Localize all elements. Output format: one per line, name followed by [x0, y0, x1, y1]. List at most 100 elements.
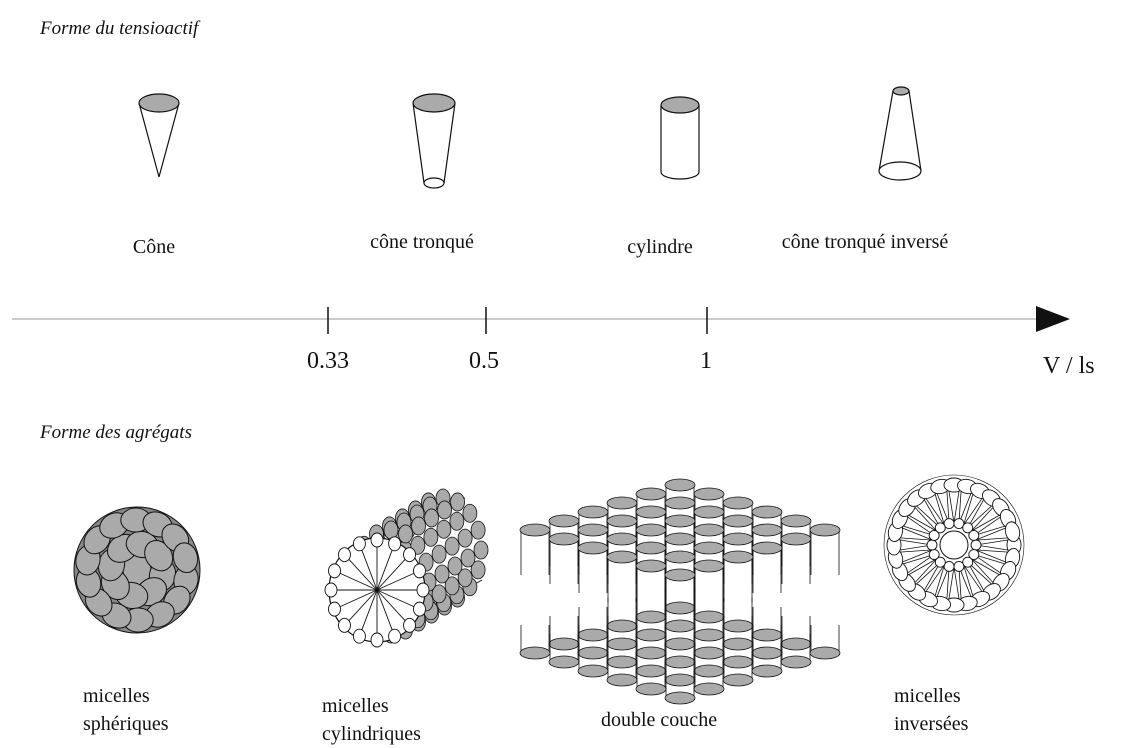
surfactant-head	[635, 523, 667, 537]
axis-label: V / ls	[1043, 353, 1095, 379]
surfactant-head	[403, 547, 416, 563]
surfactant-head	[449, 511, 465, 531]
aggregate-label-line: inversées	[894, 713, 969, 735]
surfactant-head	[383, 520, 399, 540]
surfactant-tail	[376, 555, 409, 591]
surfactant-head	[943, 518, 955, 530]
aggregate-label-line: cylindriques	[322, 723, 421, 745]
surfactant-head	[635, 487, 667, 501]
surfactant-head	[388, 536, 402, 552]
aggregate-label-line: micelles	[83, 685, 150, 707]
surfactant-tail	[345, 589, 378, 625]
surfactant-head	[328, 563, 341, 579]
surfactant-head	[693, 664, 725, 678]
surfactant-head	[450, 492, 465, 512]
surfactant-head	[606, 532, 638, 546]
surfactant-head	[722, 619, 754, 633]
surfactant-head	[934, 556, 946, 568]
surfactant-head	[780, 655, 812, 669]
truncated-cone-shape	[412, 93, 456, 189]
surfactant-head	[424, 508, 439, 528]
surfactant-head	[352, 628, 366, 644]
surfactant-head	[722, 496, 754, 510]
surfactant-tail	[359, 545, 378, 591]
surfactant-head	[370, 532, 384, 548]
surfactant-head	[693, 628, 725, 642]
surfactant-head	[664, 655, 696, 669]
surfactant-head	[577, 646, 609, 660]
cylinder-shape	[660, 96, 700, 180]
shape-label-cylinder: cylindre	[627, 236, 693, 258]
surfactant-head	[606, 496, 638, 510]
surfactant-head	[577, 664, 609, 678]
surfactant-head	[664, 532, 696, 546]
surfactant-head	[398, 524, 413, 544]
surfactant-head	[470, 520, 486, 540]
surfactant-head	[437, 500, 452, 520]
surfactant-head	[388, 628, 402, 644]
surfactant-tail	[336, 589, 378, 609]
surfactant-head	[606, 550, 638, 564]
surfactant-head	[693, 541, 725, 555]
surfactant-head	[635, 628, 667, 642]
surfactant-head	[751, 541, 783, 555]
surfactant-head	[447, 556, 463, 576]
surfactant-head	[635, 610, 667, 624]
surfactant-head	[460, 548, 476, 568]
surfactant-head	[444, 576, 460, 596]
shape-label-cone: Cône	[132, 236, 176, 258]
surfactant-head	[809, 646, 841, 660]
surfactant-tail	[376, 589, 395, 635]
surfactant-head	[436, 519, 452, 539]
surfactant-head	[751, 646, 783, 660]
surfactant-head	[577, 505, 609, 519]
surfactant-head	[403, 617, 416, 633]
surfactant-tail-end	[1004, 521, 1021, 542]
surfactant-head	[928, 530, 940, 541]
ratio-axis	[12, 306, 1070, 334]
inverted-micelle-drawing	[883, 474, 1025, 616]
tick-label-0.33: 0.33	[307, 348, 349, 374]
surfactant-head	[722, 655, 754, 669]
surfactant-head	[664, 496, 696, 510]
surfactant-head	[635, 664, 667, 678]
surfactant-head	[934, 522, 946, 534]
aggregate-label-bilayer: double couche	[601, 709, 718, 731]
micelle-core	[939, 530, 969, 560]
surfactant-head	[968, 530, 980, 541]
aggregate-label-line: micelles	[894, 685, 961, 707]
surfactant-head	[809, 523, 841, 537]
surfactant-head	[413, 601, 426, 617]
surfactant-head	[431, 544, 447, 564]
surfactant-head	[462, 503, 478, 523]
surfactant-head	[751, 523, 783, 537]
surfactant-tail	[376, 589, 409, 625]
surfactant-head	[693, 559, 725, 573]
surfactant-head	[943, 560, 955, 572]
surfactant-head	[577, 541, 609, 555]
surfactant-head	[664, 637, 696, 651]
surfactant-head	[606, 514, 638, 528]
surfactant-head	[606, 673, 638, 687]
surfactant-head	[423, 527, 439, 547]
surfactant-head	[635, 505, 667, 519]
aggregate-label-inverted: micelles inversées	[894, 682, 968, 738]
surfactant-head	[548, 514, 580, 528]
surfactant-head	[352, 536, 366, 552]
surfactant-head	[434, 564, 450, 584]
surfactant-head	[693, 523, 725, 537]
aggregate-label-line: sphériques	[83, 713, 169, 735]
surfactant-tail	[336, 571, 378, 591]
surfactant-head	[926, 539, 938, 551]
aggregate-label-line: micelles	[322, 695, 389, 717]
surfactant-head	[664, 601, 696, 615]
surfactant-head	[970, 539, 982, 551]
surfactant-head	[444, 536, 460, 556]
surfactant-tail	[345, 555, 378, 591]
surfactant-tail	[376, 545, 395, 591]
aggregate-shape-title: Forme des agrégats	[40, 422, 192, 443]
bilayer-drawing	[519, 478, 841, 705]
surfactant-head	[751, 505, 783, 519]
surfactant-head	[635, 682, 667, 696]
inverted-truncated-cone-shape	[878, 86, 922, 181]
